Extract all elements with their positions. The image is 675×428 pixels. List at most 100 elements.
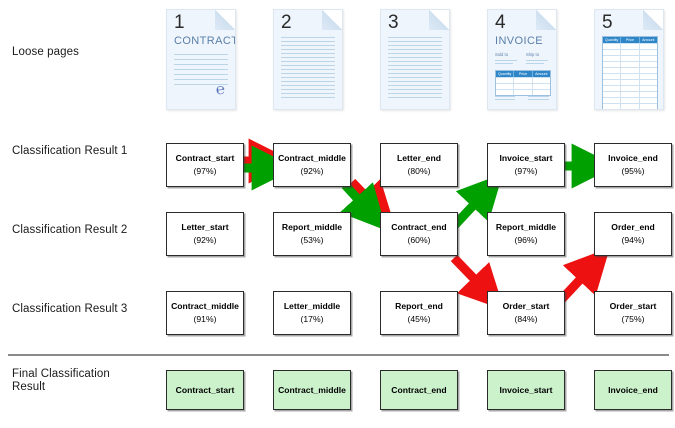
invoice-ship-to-rule2 bbox=[526, 63, 544, 64]
invoice-total-rule3 bbox=[528, 96, 549, 97]
final-box-4[interactable]: Invoice_start bbox=[487, 370, 565, 410]
result2-box-2[interactable]: Report_middle (53%) bbox=[273, 212, 351, 256]
page5-col-quantity: Quantity bbox=[603, 37, 622, 43]
page-fold-icon bbox=[429, 10, 449, 30]
row-label-loose-pages: Loose pages bbox=[12, 46, 79, 58]
result2-box-5[interactable]: Order_end (94%) bbox=[594, 212, 672, 256]
invoice-sold-to-label: Sold to bbox=[495, 52, 509, 57]
page-fold-icon bbox=[536, 10, 556, 30]
page-text-lines bbox=[388, 37, 442, 101]
page-thumbnail-5[interactable]: 5 Quantity Price Amount bbox=[594, 9, 664, 110]
result1-box-1-label: Contract_start bbox=[175, 153, 235, 163]
result3-box-1[interactable]: Contract_middle (91%) bbox=[166, 291, 244, 335]
row-label-result-1: Classification Result 1 bbox=[12, 145, 128, 157]
final-box-5-label: Invoice_end bbox=[608, 384, 658, 395]
page-fold-icon bbox=[215, 10, 235, 30]
result1-box-1[interactable]: Contract_start (97%) bbox=[166, 143, 244, 187]
page-thumbnail-1[interactable]: 1 CONTRACT ℮ bbox=[166, 9, 236, 110]
result1-box-3[interactable]: Letter_end (80%) bbox=[380, 143, 458, 187]
invoice-col-quantity: Quantity bbox=[496, 71, 515, 77]
page-fold-icon bbox=[322, 10, 342, 30]
result3-box-4-pct: (84%) bbox=[514, 314, 538, 324]
result3-box-2[interactable]: Letter_middle (17%) bbox=[273, 291, 351, 335]
result2-box-5-label: Order_end bbox=[611, 222, 655, 232]
result3-box-3[interactable]: Report_end (45%) bbox=[380, 291, 458, 335]
result1-box-4[interactable]: Invoice_start (97%) bbox=[487, 143, 565, 187]
page5-table-row bbox=[603, 61, 657, 67]
result1-box-5-pct: (95%) bbox=[621, 166, 645, 176]
arrow-red-order-start-to-order-end bbox=[557, 247, 610, 304]
result1-box-1-pct: (97%) bbox=[193, 166, 217, 176]
signature-icon: ℮ bbox=[215, 81, 226, 99]
row-label-result-3: Classification Result 3 bbox=[12, 303, 128, 315]
page-text-lines bbox=[281, 37, 335, 101]
final-box-2[interactable]: Contract_middle bbox=[273, 370, 351, 410]
result2-box-4-label: Report_middle bbox=[495, 222, 557, 232]
arrow-green-contract-middle-to-contract-end bbox=[339, 181, 387, 231]
page-title: CONTRACT bbox=[174, 35, 236, 47]
result2-box-3-pct: (60%) bbox=[407, 235, 431, 245]
final-box-4-label: Invoice_start bbox=[499, 384, 553, 395]
page5-table-row bbox=[603, 79, 657, 85]
page5-col-price: Price bbox=[621, 37, 640, 43]
result2-box-2-label: Report_middle bbox=[281, 222, 343, 232]
result1-box-5-label: Invoice_end bbox=[608, 153, 658, 163]
page5-table-row bbox=[603, 43, 657, 49]
invoice-ship-to-rule bbox=[526, 60, 548, 61]
final-box-5[interactable]: Invoice_end bbox=[594, 370, 672, 410]
invoice-table: Quantity Price Amount bbox=[495, 70, 551, 96]
page5-table-row bbox=[603, 55, 657, 61]
result2-box-1[interactable]: Letter_start (92%) bbox=[166, 212, 244, 256]
invoice-table-row bbox=[496, 83, 550, 89]
result3-box-3-pct: (45%) bbox=[407, 314, 431, 324]
invoice-table-header: Quantity Price Amount bbox=[496, 71, 550, 77]
result1-box-2-label: Contract_middle bbox=[278, 153, 346, 163]
page-number: 1 bbox=[174, 12, 185, 33]
page-number: 4 bbox=[495, 12, 506, 33]
invoice-total-rule2 bbox=[495, 99, 515, 100]
arrow-red-contract-middle-to-contract-end bbox=[347, 178, 396, 228]
final-box-2-label: Contract_middle bbox=[278, 384, 346, 395]
page5-table-header: Quantity Price Amount bbox=[603, 37, 657, 43]
result3-box-5[interactable]: Order_start (75%) bbox=[594, 291, 672, 335]
page5-table-row bbox=[603, 85, 657, 91]
row-label-final: Final Classification Result bbox=[12, 368, 110, 393]
invoice-ship-to-label: Ship to bbox=[526, 52, 540, 57]
page-thumbnail-3[interactable]: 3 bbox=[380, 9, 450, 110]
page5-table-row bbox=[603, 97, 657, 103]
page5-table: Quantity Price Amount bbox=[602, 36, 658, 109]
result2-box-4[interactable]: Report_middle (96%) bbox=[487, 212, 565, 256]
result1-box-2-pct: (92%) bbox=[300, 166, 324, 176]
page5-table-row bbox=[603, 73, 657, 79]
result3-box-5-pct: (75%) bbox=[621, 314, 645, 324]
result3-box-4[interactable]: Order_start (84%) bbox=[487, 291, 565, 335]
page-number: 2 bbox=[281, 12, 292, 33]
page5-table-row bbox=[603, 49, 657, 55]
result3-box-1-pct: (91%) bbox=[193, 314, 217, 324]
page5-col-amount: Amount bbox=[642, 38, 655, 42]
result1-box-5[interactable]: Invoice_end (95%) bbox=[594, 143, 672, 187]
result3-box-5-label: Order_start bbox=[609, 301, 657, 311]
arrow-red-contract-end-to-order-start bbox=[450, 254, 505, 311]
result2-box-3[interactable]: Contract_end (60%) bbox=[380, 212, 458, 256]
result1-box-3-label: Letter_end bbox=[397, 153, 441, 163]
result2-box-5-pct: (94%) bbox=[621, 235, 645, 245]
result3-box-2-pct: (17%) bbox=[300, 314, 324, 324]
page5-table-row bbox=[603, 67, 657, 73]
result1-box-4-label: Invoice_start bbox=[499, 153, 553, 163]
final-box-1[interactable]: Contract_start bbox=[166, 370, 244, 410]
result3-box-1-label: Contract_middle bbox=[171, 301, 239, 311]
page5-table-row bbox=[603, 103, 657, 109]
final-box-3[interactable]: Contract_end bbox=[380, 370, 458, 410]
result2-box-1-pct: (92%) bbox=[193, 235, 217, 245]
page-number: 5 bbox=[602, 12, 613, 33]
section-divider bbox=[8, 354, 669, 356]
invoice-table-row bbox=[496, 89, 550, 95]
result1-box-2[interactable]: Contract_middle (92%) bbox=[273, 143, 351, 187]
page-thumbnail-4[interactable]: 4 INVOICE Sold to Ship to Quantity Price… bbox=[487, 9, 557, 110]
result3-box-4-label: Order_start bbox=[502, 301, 550, 311]
arrow-green-contract-end-to-invoice-start bbox=[450, 173, 503, 230]
result3-box-3-label: Report_end bbox=[395, 301, 443, 311]
invoice-sold-to-rule2 bbox=[495, 63, 513, 64]
page-thumbnail-2[interactable]: 2 bbox=[273, 9, 343, 110]
